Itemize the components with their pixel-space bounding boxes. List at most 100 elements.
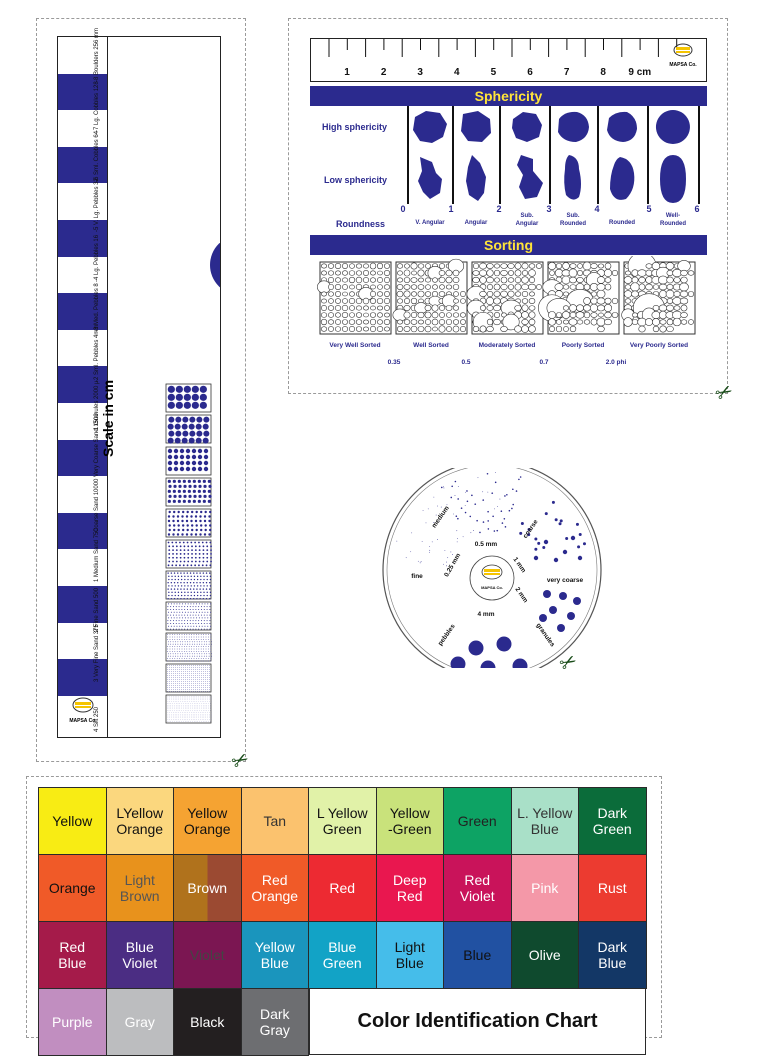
color-swatch: Yellow <box>38 787 107 855</box>
color-swatch-label: Yellow -Green <box>388 805 432 837</box>
color-swatch: Blue Green <box>308 921 377 989</box>
grain-circle-label: 0.5 mm <box>475 541 498 548</box>
low-sphericity-grain <box>418 157 442 199</box>
high-sphericity-grain <box>413 111 447 143</box>
color-swatch: Yellow Orange <box>173 787 242 855</box>
color-swatch-label: Purple <box>52 1014 92 1030</box>
color-swatch-label: Deep Red <box>393 872 426 904</box>
very-coarse-grain <box>571 536 575 540</box>
color-swatch-label: Gray <box>125 1014 155 1030</box>
granule-grain <box>559 592 567 600</box>
low-sphericity-grain <box>660 155 686 203</box>
color-swatch-label: Red Orange <box>251 872 298 904</box>
ruler-number: 4 <box>454 67 460 78</box>
color-swatch-label: Tan <box>263 813 286 829</box>
color-swatch: Dark Blue <box>578 921 647 989</box>
grain-class-label: -8 Boulders 256 mm <box>94 28 100 82</box>
roundness-class: Sub. <box>521 213 534 219</box>
color-swatch: Red Violet <box>443 854 512 922</box>
grain-sample-box <box>166 633 211 661</box>
sorting-title: Sorting <box>310 235 707 255</box>
color-swatch: Red <box>308 854 377 922</box>
granule-grain <box>549 606 557 614</box>
low-sphericity-grain <box>517 155 543 199</box>
high-sphericity-grain <box>656 110 690 144</box>
color-swatch: L Yellow Green <box>308 787 377 855</box>
logo: MAPSA Co. <box>664 43 702 68</box>
color-swatch: Gray <box>106 988 175 1056</box>
color-swatch-label: Green <box>458 813 497 829</box>
logo-text: MAPSA Co. <box>664 62 702 68</box>
pebble-grain <box>497 637 512 652</box>
color-swatch: Light Blue <box>376 921 445 989</box>
roundness-class: Rounded <box>609 220 635 226</box>
roundness-number: 6 <box>694 204 699 214</box>
grain-class-label: -5 V. Lg. Pebbles 32 <box>94 178 100 232</box>
very-coarse-grain <box>534 556 538 560</box>
logo-text: MAPSA Co. <box>481 585 503 590</box>
sorting-value: 0.7 <box>539 359 548 366</box>
color-swatch-label: Black <box>190 1014 224 1030</box>
color-swatch: Green <box>443 787 512 855</box>
color-swatch: Brown <box>173 854 242 922</box>
mapsa-logo-icon <box>484 569 500 572</box>
roundness-class: V. Angular <box>415 220 445 226</box>
color-swatch: Dark Green <box>578 787 647 855</box>
grain-sample-box <box>166 571 211 599</box>
color-swatch-label: Yellow Blue <box>255 939 295 971</box>
color-swatch-label: Orange <box>49 880 96 896</box>
roundness-number: 3 <box>546 204 551 214</box>
color-swatch-label: Yellow Orange <box>184 805 231 837</box>
granule-grain <box>573 597 581 605</box>
roundness-number: 4 <box>594 204 599 214</box>
sorting-class: Well Sorted <box>413 342 449 349</box>
color-swatch-label: LYellow Orange <box>116 805 163 837</box>
grain-sample-box <box>166 664 211 692</box>
color-swatch: L. Yellow Blue <box>511 787 580 855</box>
roundness-number: 5 <box>646 204 651 214</box>
color-swatch-label: Dark Green <box>593 805 632 837</box>
grain-class-label: 3 Very Fine Sand 375 <box>94 624 100 682</box>
grain-column: -8 Boulders 256 mm-7 Lg. Cobbles 128-6 S… <box>108 37 220 737</box>
ruler-number: 8 <box>600 67 606 78</box>
ruler-number: 6 <box>527 67 533 78</box>
roundness-number: 1 <box>448 204 453 214</box>
ruler-number: 1 <box>344 67 350 78</box>
grain-circle-label: fine <box>411 573 423 580</box>
color-swatch-label: Light Blue <box>395 939 425 971</box>
color-swatch: Orange <box>38 854 107 922</box>
color-chart: Yellow LYellow Orange Yellow Orange Tan L Ye… <box>38 787 646 1027</box>
sorting-value: 0.5 <box>461 359 470 366</box>
low-sphericity-grain <box>564 155 581 200</box>
sorting-class: Poorly Sorted <box>562 342 605 349</box>
color-swatch: Blue Violet <box>106 921 175 989</box>
grain-class-label: Coarse Sand 1000 <box>94 482 100 532</box>
grain-sample-box <box>166 509 211 537</box>
grain-class-label: 4 Silt 250 <box>94 707 100 732</box>
granule-grain <box>539 614 547 622</box>
color-swatch: Red Blue <box>38 921 107 989</box>
color-swatch-label: Rust <box>598 880 627 896</box>
color-swatch: Purple <box>38 988 107 1056</box>
very-coarse-grain <box>578 556 582 560</box>
center-disc <box>470 556 514 600</box>
grain-ruler: Scale in cm MAPSA Co. -8 Boulders 256 mm… <box>57 36 221 738</box>
color-swatch: Violet <box>173 921 242 989</box>
very-coarse-grain <box>563 550 567 554</box>
color-swatch-label: Blue Violet <box>122 939 157 971</box>
scissors-icon: ✂ <box>227 745 254 775</box>
ruler-number: 7 <box>564 67 570 78</box>
mapsa-logo-icon <box>484 573 500 575</box>
color-swatch-label: Red <box>329 880 355 896</box>
color-swatch-label: Brown <box>187 880 227 896</box>
color-swatch: Olive <box>511 921 580 989</box>
very-coarse-grain <box>554 558 558 562</box>
color-swatch: Tan <box>241 787 310 855</box>
ruler-number: 9 cm <box>628 67 651 78</box>
color-swatch: Pink <box>511 854 580 922</box>
color-swatch: LYellow Orange <box>106 787 175 855</box>
roundness-class: Sub. <box>567 213 580 219</box>
